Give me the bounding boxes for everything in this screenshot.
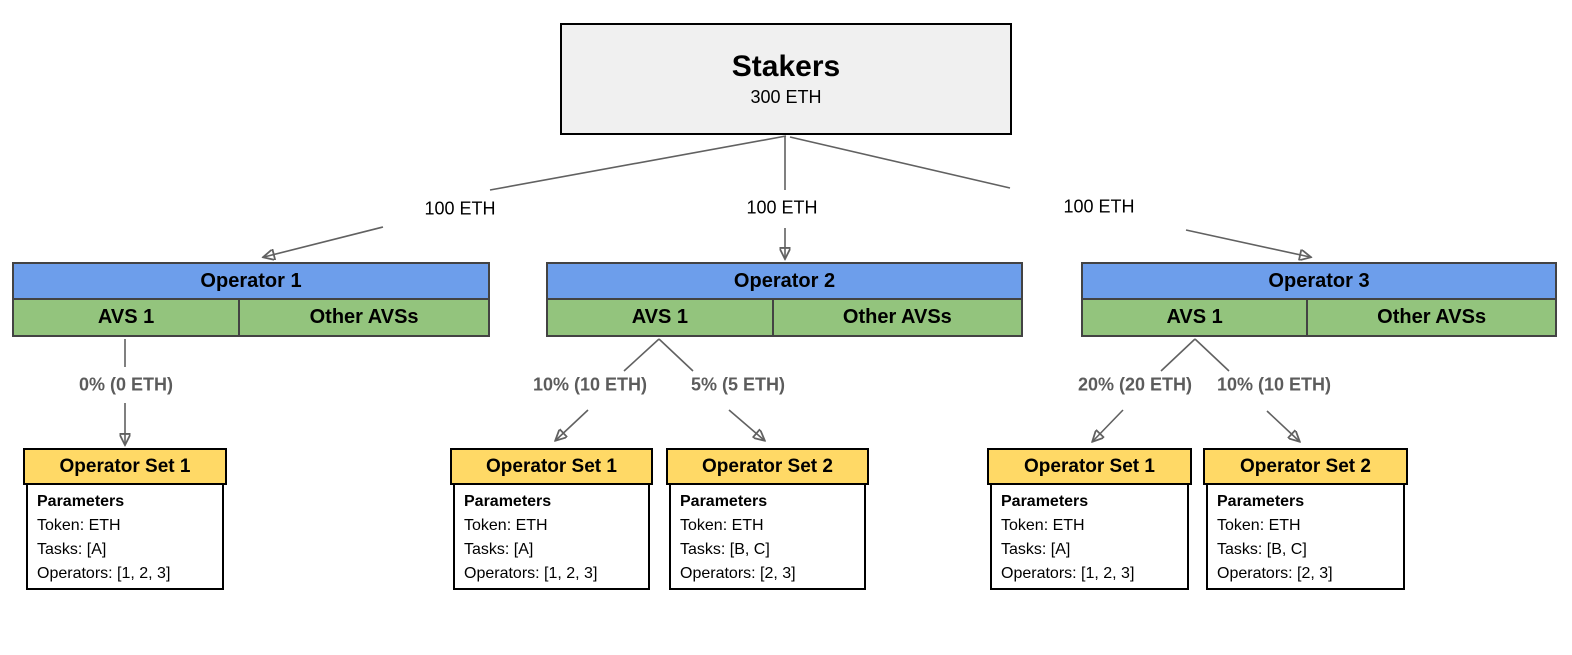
operator-3-avs-row: AVS 1 Other AVSs bbox=[1083, 300, 1555, 335]
operator-2-other-avs-cell: Other AVSs bbox=[771, 300, 1021, 335]
allocation-label-op2-set1: 10% (10 ETH) bbox=[530, 374, 650, 396]
allocation-label-op3-set1: 20% (20 ETH) bbox=[1075, 374, 1195, 396]
operator-set-card: Operator Set 1 Parameters Token: ETH Tas… bbox=[987, 448, 1192, 590]
operator-3-avs1-cell: AVS 1 bbox=[1083, 300, 1307, 335]
edge-stakers-op1-upper bbox=[489, 135, 787, 191]
operator-3-header: Operator 3 bbox=[1083, 264, 1555, 300]
operator-set-title: Operator Set 1 bbox=[23, 448, 227, 485]
allocation-label-op3-set2: 10% (10 ETH) bbox=[1214, 374, 1334, 396]
operators-line: Operators: [1, 2, 3] bbox=[37, 565, 171, 582]
parameters-heading: Parameters bbox=[37, 493, 125, 510]
edge-op3-set1-arrow bbox=[1093, 409, 1124, 441]
operator-2-header: Operator 2 bbox=[548, 264, 1021, 300]
operator-set-parameters: Parameters Token: ETH Tasks: [B, C] Oper… bbox=[669, 485, 866, 590]
edge-label-100eth-op2: 100 ETH bbox=[743, 197, 821, 219]
operator-3-box: Operator 3 AVS 1 Other AVSs bbox=[1081, 262, 1557, 337]
operator-set-card: Operator Set 1 Parameters Token: ETH Tas… bbox=[23, 448, 227, 590]
operator-2-avs-row: AVS 1 Other AVSs bbox=[548, 300, 1021, 335]
operator-1-header: Operator 1 bbox=[14, 264, 488, 300]
tasks-line: Tasks: [B, C] bbox=[680, 541, 770, 558]
operator-set-parameters: Parameters Token: ETH Tasks: [A] Operato… bbox=[453, 485, 650, 590]
parameters-heading: Parameters bbox=[680, 493, 768, 510]
edge-op2-set1-arrow bbox=[556, 409, 589, 440]
allocation-label-op1-set1: 0% (0 ETH) bbox=[76, 374, 176, 396]
edge-op2-set2-arrow bbox=[728, 409, 764, 440]
edge-op3-avs1-left bbox=[1160, 338, 1196, 372]
token-line: Token: ETH bbox=[37, 517, 121, 534]
operators-line: Operators: [2, 3] bbox=[1217, 565, 1333, 582]
operator-3-other-avs-cell: Other AVSs bbox=[1306, 300, 1555, 335]
tasks-line: Tasks: [A] bbox=[1001, 541, 1071, 558]
token-line: Token: ETH bbox=[464, 517, 548, 534]
tasks-line: Tasks: [A] bbox=[37, 541, 107, 558]
operator-set-parameters: Parameters Token: ETH Tasks: [A] Operato… bbox=[990, 485, 1189, 590]
operator-set-card: Operator Set 2 Parameters Token: ETH Tas… bbox=[1203, 448, 1408, 590]
operator-set-card: Operator Set 1 Parameters Token: ETH Tas… bbox=[450, 448, 653, 590]
edge-label-100eth-op1: 100 ETH bbox=[421, 198, 499, 220]
operator-set-title: Operator Set 2 bbox=[666, 448, 869, 485]
parameters-heading: Parameters bbox=[464, 493, 552, 510]
operator-2-avs1-cell: AVS 1 bbox=[548, 300, 772, 335]
stakers-amount: 300 ETH bbox=[750, 87, 822, 107]
operator-1-box: Operator 1 AVS 1 Other AVSs bbox=[12, 262, 490, 337]
operator-1-avs1-cell: AVS 1 bbox=[14, 300, 239, 335]
operator-set-card: Operator Set 2 Parameters Token: ETH Tas… bbox=[666, 448, 869, 590]
edge-op3-avs1-right bbox=[1194, 338, 1230, 372]
operator-set-title: Operator Set 2 bbox=[1203, 448, 1408, 485]
operator-set-title: Operator Set 1 bbox=[987, 448, 1192, 485]
tasks-line: Tasks: [A] bbox=[464, 541, 534, 558]
operator-2-box: Operator 2 AVS 1 Other AVSs bbox=[546, 262, 1023, 337]
edge-stakers-op1-arrow bbox=[264, 226, 384, 257]
allocation-label-op2-set2: 5% (5 ETH) bbox=[688, 374, 788, 396]
edge-label-100eth-op3: 100 ETH bbox=[1060, 196, 1138, 218]
token-line: Token: ETH bbox=[1217, 517, 1301, 534]
token-line: Token: ETH bbox=[680, 517, 764, 534]
tasks-line: Tasks: [B, C] bbox=[1217, 541, 1307, 558]
operator-set-title: Operator Set 1 bbox=[450, 448, 653, 485]
stakers-title: Stakers bbox=[731, 50, 841, 83]
token-line: Token: ETH bbox=[1001, 517, 1085, 534]
edge-op3-set2-arrow bbox=[1266, 410, 1299, 441]
edge-stakers-op3-upper bbox=[789, 136, 1011, 189]
operators-line: Operators: [1, 2, 3] bbox=[1001, 565, 1135, 582]
operator-set-parameters: Parameters Token: ETH Tasks: [A] Operato… bbox=[26, 485, 224, 590]
stakers-box: Stakers 300 ETH bbox=[560, 23, 1012, 135]
operators-line: Operators: [1, 2, 3] bbox=[464, 565, 598, 582]
parameters-heading: Parameters bbox=[1217, 493, 1305, 510]
parameters-heading: Parameters bbox=[1001, 493, 1089, 510]
edge-op2-avs1-right bbox=[658, 338, 694, 372]
operators-line: Operators: [2, 3] bbox=[680, 565, 796, 582]
operator-1-avs-row: AVS 1 Other AVSs bbox=[14, 300, 488, 335]
edge-op2-avs1-left bbox=[623, 338, 660, 372]
operator-set-parameters: Parameters Token: ETH Tasks: [B, C] Oper… bbox=[1206, 485, 1405, 590]
edge-stakers-op3-arrow bbox=[1185, 229, 1310, 257]
operator-1-other-avs-cell: Other AVSs bbox=[238, 300, 488, 335]
